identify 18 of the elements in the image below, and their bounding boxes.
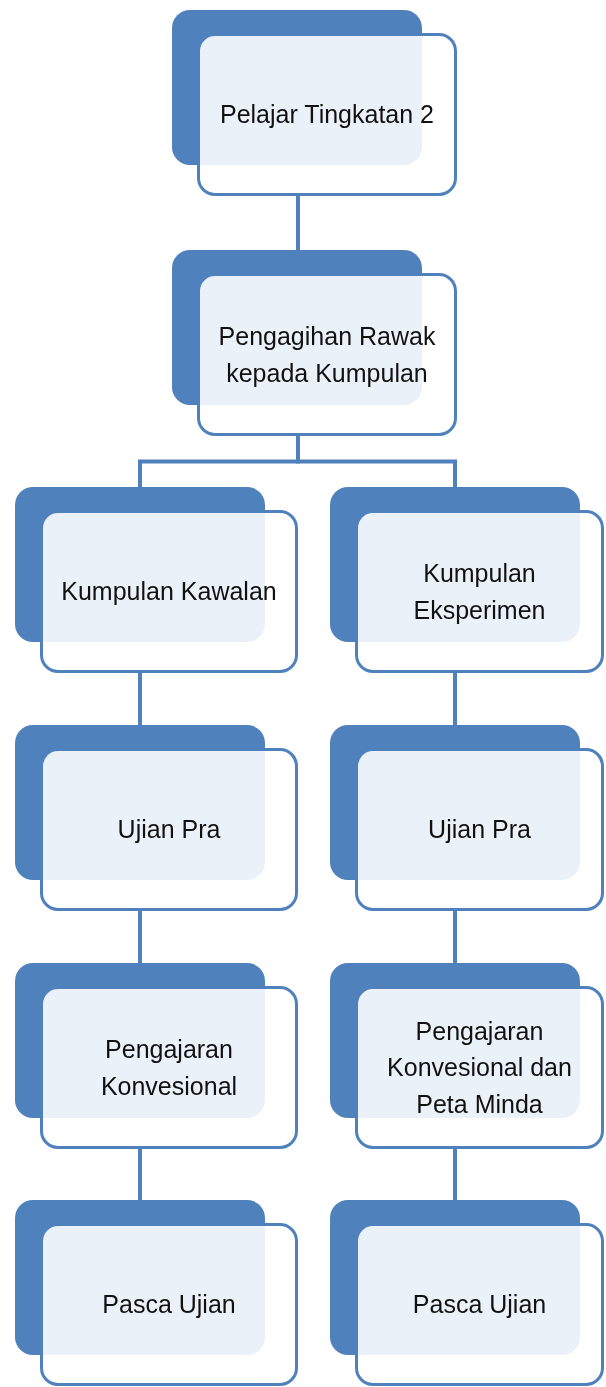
box-label: Pasca Ujian [101,1289,237,1321]
connector-line [296,196,300,250]
connector-line [453,911,457,963]
box-label: Pengagihan Rawak kepada Kumpulan [217,321,437,389]
box-label: Pasca Ujian [411,1289,548,1321]
box-label: Ujian Pra [427,814,532,846]
connector-line [138,673,142,725]
box-label: Pengajaran Konvesional dan Peta Minda [386,1016,573,1120]
connector-line [453,1149,457,1200]
connector-line [453,673,457,725]
connector-line [138,911,142,963]
box-label: Kumpulan Kawalan [60,576,278,608]
connector-line [138,1149,142,1200]
box-label: Kumpulan Eksperimen [412,558,547,626]
connector-line [296,436,457,487]
box-label: Pelajar Tingkatan 2 [219,99,435,131]
box-label: Ujian Pra [116,814,222,846]
box-label: Pengajaran Konvesional [99,1034,239,1102]
